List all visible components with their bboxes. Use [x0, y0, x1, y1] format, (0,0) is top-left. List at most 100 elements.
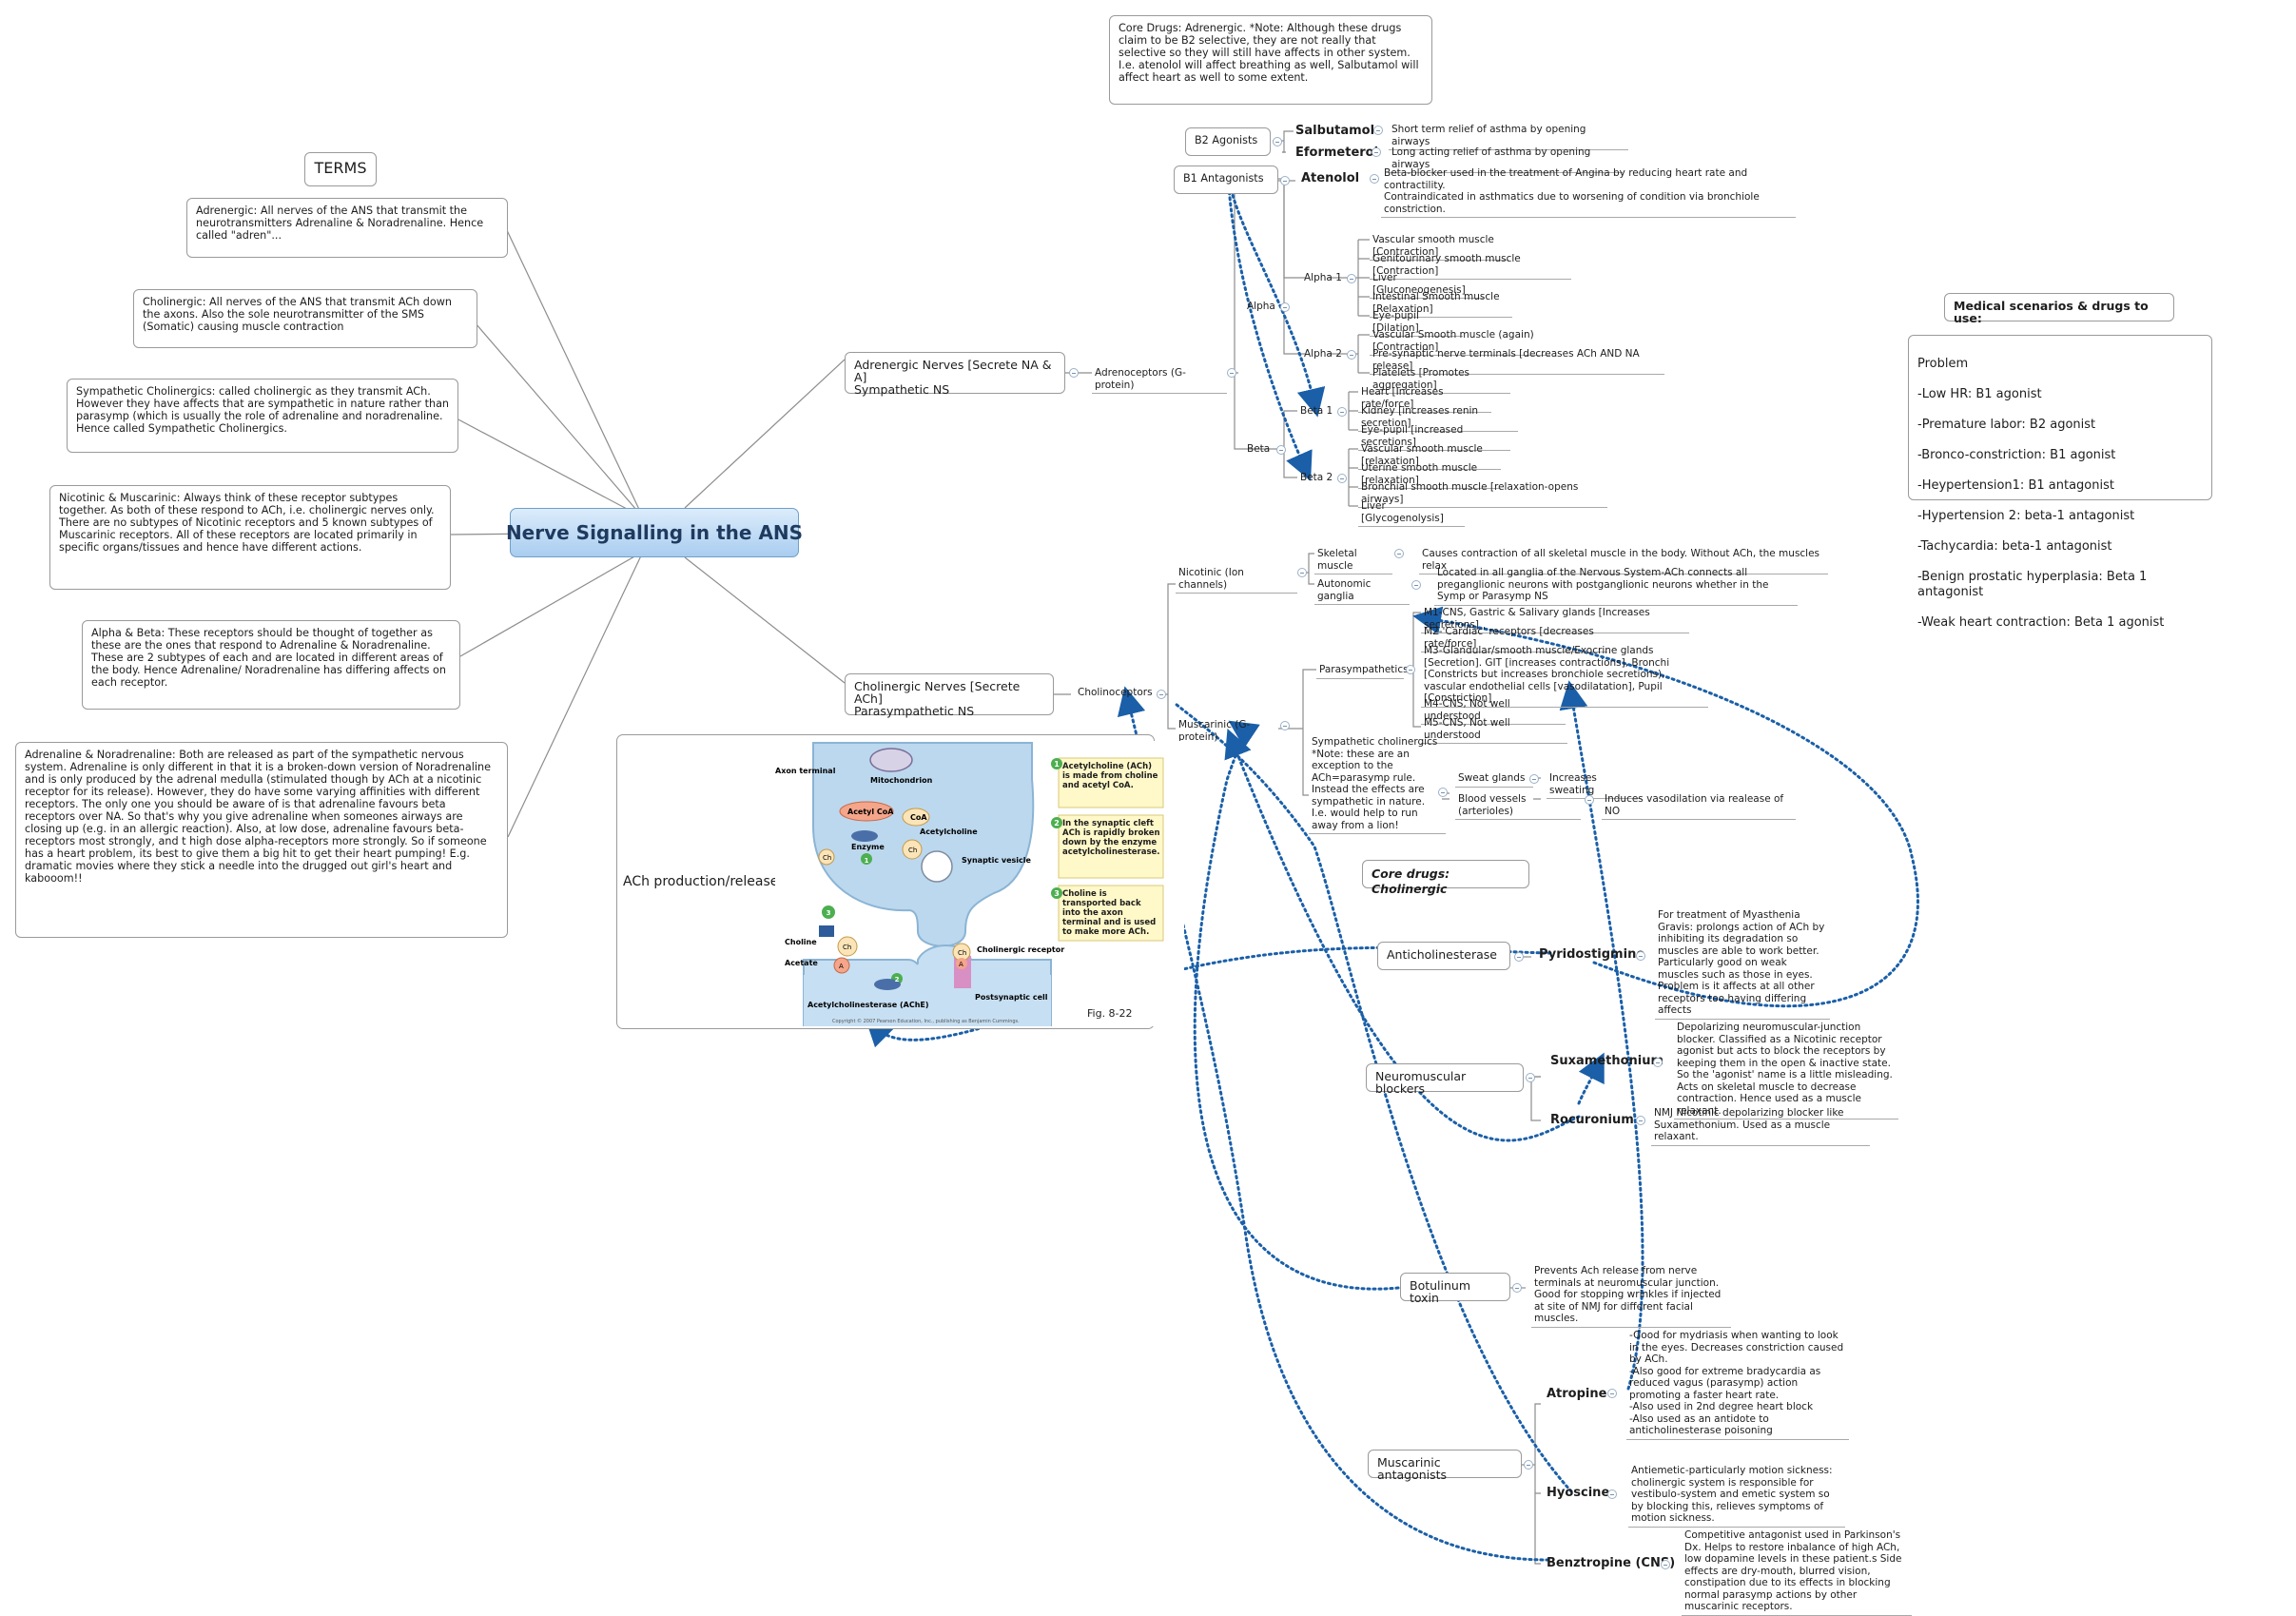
alpha1-item: Genitourinary smooth muscle [Contraction… — [1370, 253, 1571, 280]
muscarinic-subtype: M4-CNS, Not well understood — [1421, 698, 1566, 725]
alpha-node[interactable]: Alpha — [1247, 301, 1275, 312]
drug-eformeterol[interactable]: Eformeterol — [1295, 146, 1379, 160]
adrenergic-nerves-node[interactable]: Adrenergic Nerves [Secrete NA & A] Sympa… — [845, 352, 1065, 396]
term-adrenergic[interactable]: Adrenergic: All nerves of the ANS that t… — [186, 198, 508, 258]
collapse-icon[interactable] — [1069, 368, 1079, 378]
collapse-icon[interactable] — [1438, 788, 1448, 797]
collapse-icon[interactable] — [1337, 407, 1347, 417]
benztropine-desc: Competitive antagonist used in Parkinson… — [1682, 1529, 1912, 1616]
collapse-icon[interactable] — [1373, 126, 1383, 135]
label-ch: Ch — [823, 854, 831, 862]
term-adrenaline-noradrenaline[interactable]: Adrenaline & Noradrenaline: Both are rel… — [15, 742, 508, 938]
sweat-glands-desc: Increases sweating — [1547, 772, 1642, 799]
drug-hyoscine[interactable]: Hyoscine — [1547, 1486, 1610, 1500]
beta-node[interactable]: Beta — [1247, 443, 1271, 455]
ach-diagram: 1 2 3 1 2 3 Axon terminal Mitochondrion … — [775, 741, 1184, 1026]
beta2-node[interactable]: Beta 2 — [1300, 472, 1333, 483]
collapse-icon[interactable] — [1636, 1116, 1645, 1125]
collapse-icon[interactable] — [1280, 176, 1290, 185]
drug-rocuronium[interactable]: Rocuronium — [1550, 1113, 1634, 1127]
core-cholinergic-title[interactable]: Core drugs: Cholinergic — [1362, 860, 1529, 896]
term-alpha-beta[interactable]: Alpha & Beta: These receptors should be … — [82, 620, 460, 710]
nicotinic-node[interactable]: Nicotinic (Ion channels) — [1176, 567, 1297, 594]
drug-atenolol[interactable]: Atenolol — [1301, 171, 1360, 185]
drug-salbutamol[interactable]: Salbutamol — [1295, 124, 1375, 138]
term-sympathetic-cholinergics[interactable]: Sympathetic Cholinergics: called choline… — [67, 379, 458, 453]
collapse-icon[interactable] — [1276, 445, 1286, 455]
collapse-icon[interactable] — [1529, 774, 1539, 784]
parasympathetics-node[interactable]: Parasympathetics — [1316, 664, 1409, 679]
collapse-icon[interactable] — [1347, 350, 1356, 360]
muscarinic-subtype: M2-'Cardiac' receptors [decreases rate/f… — [1421, 626, 1607, 652]
collapse-icon[interactable] — [1370, 174, 1379, 184]
term-nicotinic-muscarinic[interactable]: Nicotinic & Muscarinic: Always think of … — [49, 485, 451, 590]
botulinum-toxin-node[interactable]: Botulinum toxin — [1400, 1273, 1510, 1304]
collapse-icon[interactable] — [1514, 952, 1524, 962]
collapse-icon[interactable] — [1526, 1073, 1535, 1082]
sympathetic-cholinergics-node[interactable]: Sympathetic cholinergics *Note: these ar… — [1309, 736, 1446, 834]
suxamethonium-desc: Depolarizing neuromuscular-junction bloc… — [1674, 1022, 1898, 1120]
beta1-node[interactable]: Beta 1 — [1300, 405, 1333, 417]
collapse-icon[interactable] — [1394, 549, 1404, 558]
label-ache: Acetylcholinesterase (AChE) — [807, 1001, 929, 1009]
term-cholinergic[interactable]: Cholinergic: All nerves of the ANS that … — [133, 289, 477, 348]
b1-antagonists-node[interactable]: B1 Antagonists — [1174, 165, 1278, 194]
cholinergic-nerves-node[interactable]: Cholinergic Nerves [Secrete ACh] Parasym… — [845, 673, 1054, 717]
collapse-icon[interactable] — [1661, 1560, 1670, 1569]
collapse-icon[interactable] — [1227, 368, 1236, 378]
ach-production-figure[interactable]: ACh production/release 1 — [616, 734, 1184, 1029]
beta2-item: Uterine smooth muscle [relaxation] — [1358, 462, 1501, 489]
beta1-item: Eye-pupil [increased secretions] — [1358, 424, 1510, 451]
cholinoceptors-node[interactable]: Cholinoceptors — [1078, 687, 1153, 698]
alpha2-node[interactable]: Alpha 2 — [1304, 348, 1342, 360]
collapse-icon[interactable] — [1347, 274, 1356, 283]
label-axon-terminal: Axon terminal — [775, 767, 836, 775]
alpha1-node[interactable]: Alpha 1 — [1304, 272, 1342, 283]
sweat-glands-node[interactable]: Sweat glands — [1455, 772, 1533, 788]
autonomic-ganglia-node[interactable]: Autonomic ganglia — [1314, 578, 1410, 605]
collapse-icon[interactable] — [1607, 1389, 1617, 1398]
collapse-icon[interactable] — [1512, 1283, 1522, 1293]
collapse-icon[interactable] — [1653, 1058, 1663, 1067]
skeletal-muscle-node[interactable]: Skeletal muscle — [1314, 548, 1392, 574]
beta1-item: Kidney [increases renin secretion] — [1358, 405, 1518, 432]
collapse-icon[interactable] — [1280, 721, 1290, 730]
b2-agonists-node[interactable]: B2 Agonists — [1185, 127, 1271, 156]
collapse-icon[interactable] — [1157, 690, 1166, 699]
anticholinesterase-node[interactable]: Anticholinesterase — [1377, 942, 1510, 970]
neuromuscular-blockers-node[interactable]: Neuromuscular blockers — [1366, 1063, 1524, 1095]
drug-suxamethonium[interactable]: Suxamethonium — [1550, 1054, 1664, 1068]
label-postsynaptic-cell: Postsynaptic cell — [975, 993, 1048, 1002]
terms-title[interactable]: TERMS — [304, 152, 377, 186]
collapse-icon[interactable] — [1273, 137, 1282, 146]
collapse-icon[interactable] — [1585, 795, 1594, 805]
blood-vessels-desc: Induces vasodilation via realease of NO — [1602, 793, 1796, 820]
collapse-icon[interactable] — [1636, 951, 1645, 961]
blood-vessels-node[interactable]: Blood vessels (arterioles) — [1455, 793, 1581, 820]
figure-label: ACh production/release — [623, 874, 779, 889]
alpha1-item: Liver [Gluconeogenesis] — [1370, 272, 1484, 299]
label-cholinergic-receptor: Cholinergic receptor — [977, 945, 1064, 954]
core-adrenergic-note[interactable]: Core Drugs: Adrenergic. *Note: Although … — [1109, 15, 1432, 105]
adrenoceptors-node[interactable]: Adrenoceptors (G-protein) — [1092, 367, 1227, 394]
collapse-icon[interactable] — [1411, 580, 1421, 590]
collapse-icon[interactable] — [1297, 568, 1307, 577]
drug-benztropine[interactable]: Benztropine (CNS) — [1547, 1556, 1676, 1570]
collapse-icon[interactable] — [1406, 665, 1415, 674]
medical-scenarios-title[interactable]: Medical scenarios & drugs to use: — [1944, 293, 2174, 324]
drug-atropine[interactable]: Atropine — [1547, 1387, 1607, 1401]
collapse-icon[interactable] — [1607, 1489, 1617, 1499]
collapse-icon[interactable] — [1372, 147, 1381, 157]
central-topic[interactable]: Nerve Signalling in the ANS — [506, 508, 803, 557]
label-acetylcholine: Acetylcholine — [920, 827, 978, 836]
label-ch: Ch — [958, 949, 966, 957]
collapse-icon[interactable] — [1337, 474, 1347, 483]
muscarinic-antagonists-node[interactable]: Muscarinic antagonists — [1368, 1450, 1522, 1481]
collapse-icon[interactable] — [1280, 302, 1290, 312]
muscarinic-node[interactable]: Muscarinic (G-protein) — [1178, 719, 1251, 743]
drug-pyridostigmine[interactable]: Pyridostigmine — [1539, 947, 1645, 962]
alpha1-item: Intestinal Smooth muscle [Relaxation] — [1370, 291, 1512, 318]
collapse-icon[interactable] — [1524, 1460, 1533, 1470]
medical-scenarios-list[interactable]: Problem -Low HR: B1 agonist -Premature l… — [1908, 335, 2212, 630]
medical-line: -Bronco-constriction: B1 agonist — [1917, 448, 2116, 462]
